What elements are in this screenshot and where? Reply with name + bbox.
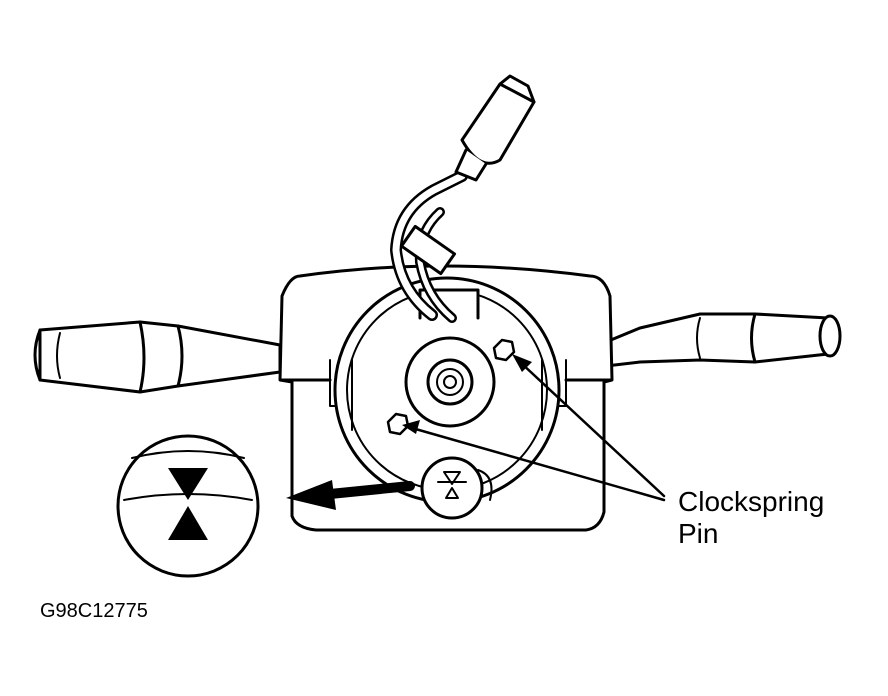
left-stalk: [33, 320, 282, 394]
clockspring-pin-label-line1: Clockspring: [678, 486, 825, 517]
alignment-window: [420, 456, 493, 520]
right-stalk: [604, 312, 842, 368]
figure-id: G98C12775: [40, 600, 148, 622]
pin-leader-arrows: [402, 354, 666, 502]
center-hub: [404, 336, 496, 428]
wire-harness: [390, 170, 468, 323]
clockspring-pin-label-line2: Pin: [678, 518, 719, 549]
clockspring-pin-upper: [492, 338, 516, 362]
magnify-arrow: [286, 480, 415, 510]
wire-connector: [454, 74, 536, 182]
magnified-alignment-indicator: [116, 434, 260, 578]
